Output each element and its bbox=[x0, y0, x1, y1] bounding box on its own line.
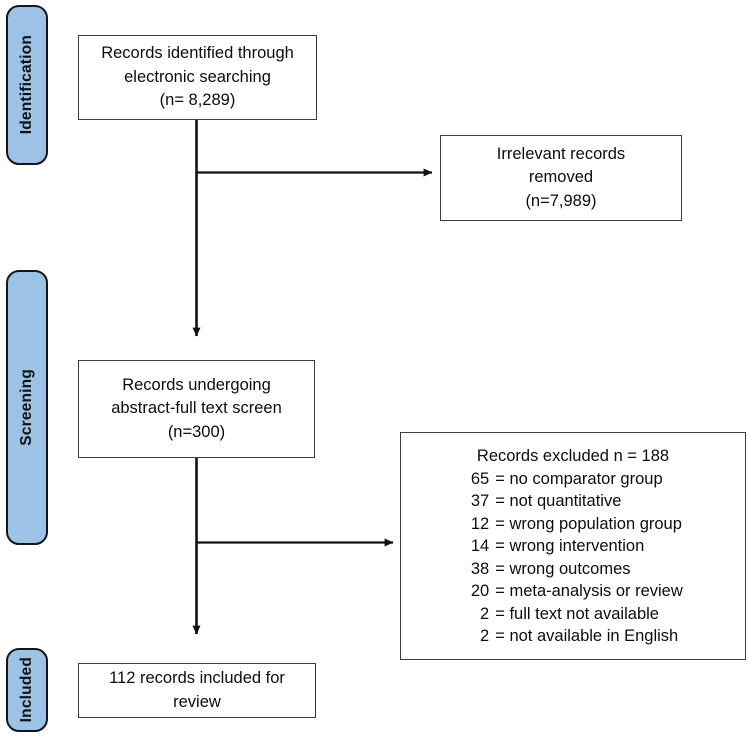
excluded-reason-text: = not quantitative bbox=[495, 492, 622, 511]
excluded-reason-count: 37 bbox=[470, 492, 490, 511]
excluded-reason-text: = full text not available bbox=[495, 604, 659, 623]
box-irrelevant-records-removed-text: Irrelevant records removed (n=7,989) bbox=[496, 144, 626, 210]
stage-label-included: Included bbox=[18, 657, 35, 723]
excluded-heading: Records excluded n = 188 bbox=[476, 446, 670, 465]
excluded-reason-item: 20 = meta-analysis or review bbox=[463, 580, 683, 602]
excluded-reason-item: 37 = not quantitative bbox=[463, 490, 683, 512]
excluded-reason-item: 38 = wrong outcomes bbox=[463, 558, 683, 580]
excluded-reason-text: = meta-analysis or review bbox=[495, 582, 683, 601]
stage-pill-identification: Identification bbox=[6, 5, 48, 165]
stage-label-screening: Screening bbox=[18, 369, 35, 446]
box-records-screened: Records undergoing abstract-full text sc… bbox=[78, 360, 315, 458]
excluded-reason-text: = no comparator group bbox=[495, 469, 663, 488]
excluded-reason-count: 38 bbox=[470, 559, 490, 578]
box-records-excluded: Records excluded n = 188 65 = no comparat… bbox=[400, 432, 746, 660]
excluded-reason-item: 2 = full text not available bbox=[463, 603, 683, 625]
excluded-reason-count: 65 bbox=[470, 469, 490, 488]
excluded-reason-text: = wrong outcomes bbox=[495, 559, 631, 578]
excluded-reason-count: 2 bbox=[480, 604, 490, 623]
excluded-reason-count: 2 bbox=[480, 627, 490, 646]
excluded-reason-item: 14 = wrong intervention bbox=[463, 535, 683, 557]
box-records-included-text: 112 records included for review bbox=[109, 668, 285, 711]
box-records-screened-text: Records undergoing abstract-full text sc… bbox=[111, 375, 282, 441]
excluded-reason-item: 12 = wrong population group bbox=[463, 513, 683, 535]
stage-pill-screening: Screening bbox=[6, 270, 48, 545]
box-records-identified: Records identified through electronic se… bbox=[78, 35, 317, 120]
excluded-reason-list: 65 = no comparator group 37 = not quantitat… bbox=[463, 468, 683, 648]
excluded-reason-count: 14 bbox=[470, 537, 490, 556]
box-records-identified-text: Records identified through electronic se… bbox=[101, 44, 294, 110]
excluded-reason-text: = wrong population group bbox=[495, 514, 682, 533]
box-irrelevant-records-removed: Irrelevant records removed (n=7,989) bbox=[440, 135, 682, 221]
stage-label-identification: Identification bbox=[18, 35, 35, 135]
stage-pill-included: Included bbox=[6, 648, 48, 732]
excluded-reason-text: = wrong intervention bbox=[495, 537, 645, 556]
excluded-reason-text: = not available in English bbox=[495, 627, 679, 646]
excluded-reason-count: 20 bbox=[470, 582, 490, 601]
box-records-included: 112 records included for review bbox=[78, 663, 316, 718]
excluded-reason-item: 65 = no comparator group bbox=[463, 468, 683, 490]
excluded-reason-item: 2 = not available in English bbox=[463, 625, 683, 647]
excluded-reason-count: 12 bbox=[470, 514, 490, 533]
